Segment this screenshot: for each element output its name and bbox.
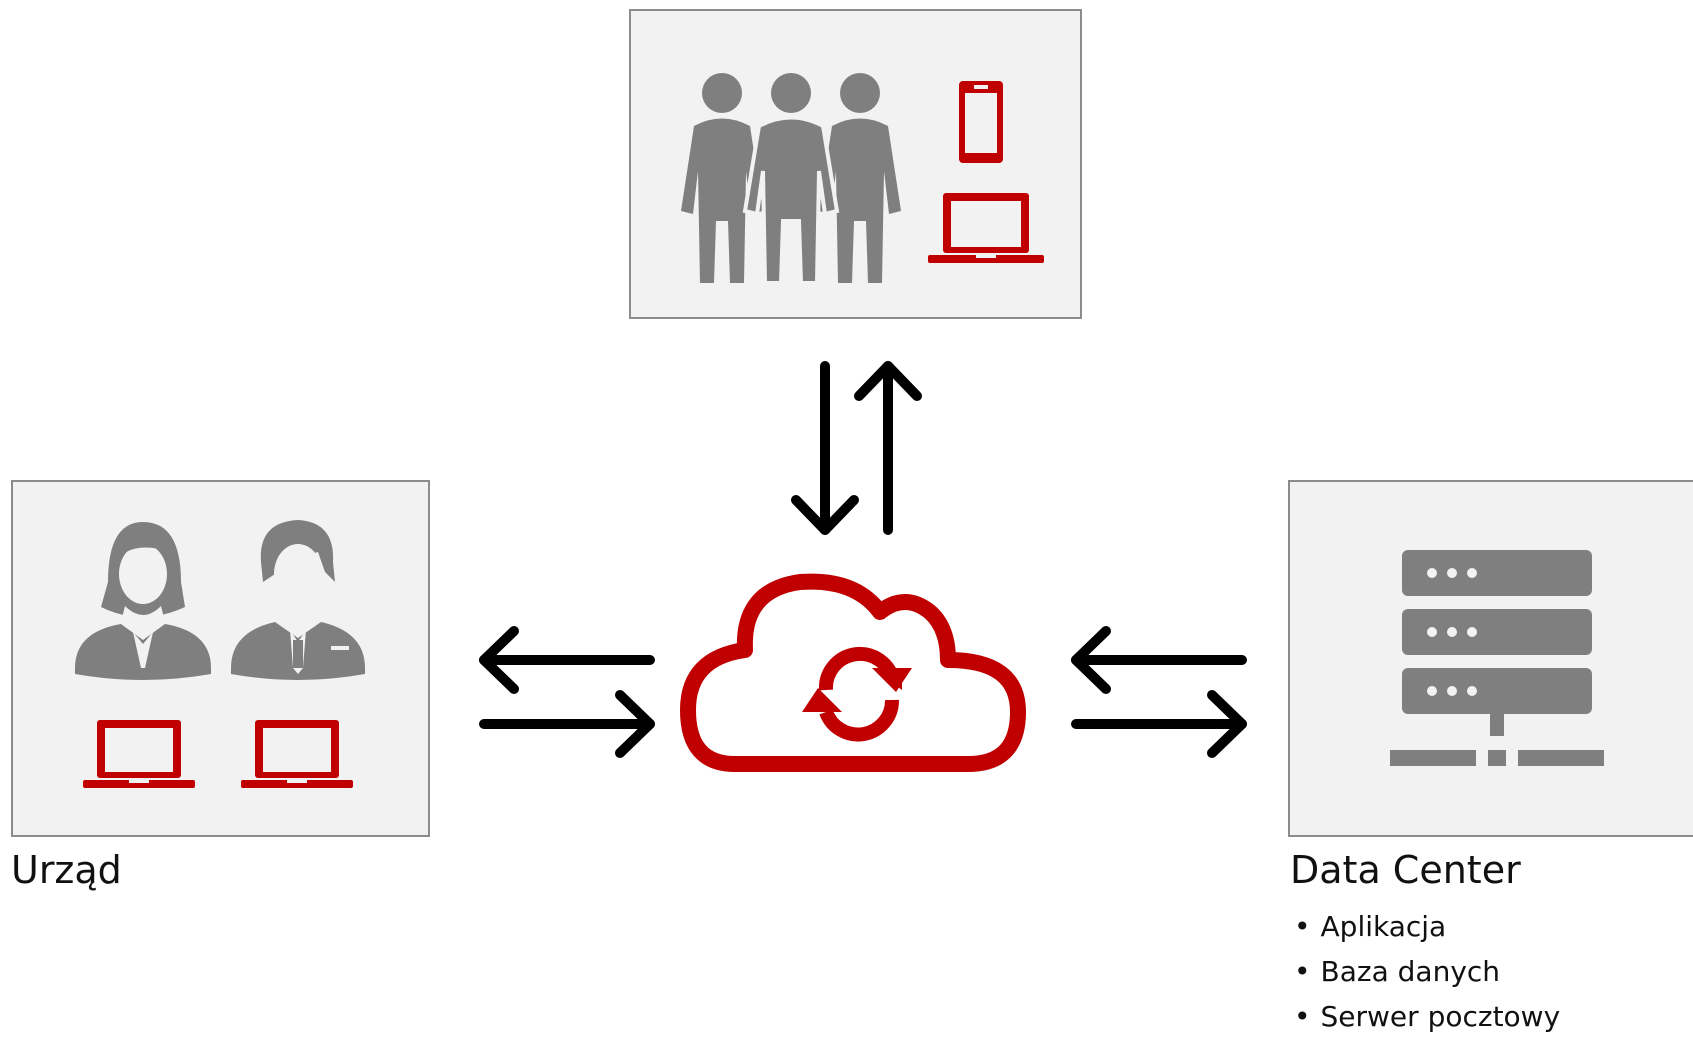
sync-icon bbox=[802, 646, 912, 742]
list-item: Baza danych bbox=[1294, 949, 1560, 994]
woman-icon bbox=[75, 522, 211, 680]
office-panel-art bbox=[75, 520, 365, 788]
datacenter-panel bbox=[1288, 480, 1693, 837]
users-panel bbox=[629, 9, 1082, 319]
arrow-office-to-cloud bbox=[479, 690, 655, 758]
arrow-datacenter-to-cloud bbox=[1071, 626, 1247, 694]
laptop-icon bbox=[83, 720, 195, 788]
office-panel bbox=[11, 480, 430, 837]
arrow-cloud-to-users bbox=[854, 361, 922, 535]
smartphone-icon bbox=[959, 81, 1003, 163]
datacenter-services-list: Aplikacja Baza danych Serwer pocztowy bbox=[1294, 904, 1561, 1039]
arrow-users-to-cloud bbox=[791, 361, 859, 535]
list-item: Aplikacja bbox=[1294, 904, 1560, 949]
cloud-icon bbox=[680, 573, 1026, 772]
list-item: Serwer pocztowy bbox=[1294, 994, 1561, 1039]
office-label: Urząd bbox=[11, 848, 122, 892]
man-icon bbox=[231, 520, 365, 680]
laptop-icon bbox=[241, 720, 353, 788]
laptop-icon bbox=[928, 193, 1044, 263]
datacenter-panel-art bbox=[1390, 550, 1604, 766]
datacenter-label: Data Center bbox=[1290, 848, 1521, 892]
server-stack-icon bbox=[1390, 550, 1604, 766]
people-group-icon bbox=[681, 73, 901, 285]
arrow-cloud-to-datacenter bbox=[1071, 690, 1247, 758]
users-panel-art bbox=[681, 73, 1044, 285]
arrow-cloud-to-office bbox=[479, 626, 655, 694]
